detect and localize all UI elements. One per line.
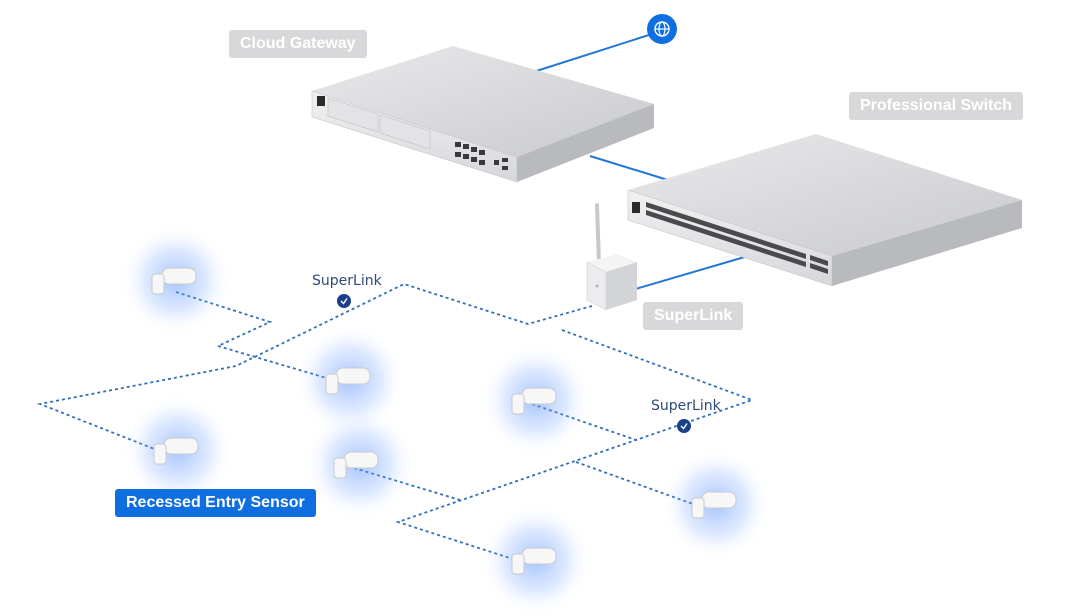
mesh-link-right — [395, 329, 755, 561]
superlink-link-label-2: SuperLink — [651, 398, 721, 414]
professional-switch-device — [627, 134, 1022, 287]
wire-gateway-to-internet — [526, 33, 653, 75]
superlink-link-label-1: SuperLink — [312, 273, 382, 289]
cloud-gateway-device — [311, 46, 654, 183]
professional-switch-label: Professional Switch — [849, 92, 1024, 120]
link-check-icon-1 — [337, 294, 351, 308]
mesh-link-upper — [36, 283, 593, 453]
switch-ports — [646, 202, 828, 274]
gateway-ports — [455, 142, 508, 170]
superlink-device — [586, 203, 637, 311]
link-check-icon-2 — [677, 419, 691, 433]
superlink-device-label: SuperLink — [643, 302, 744, 330]
sensor-6 — [691, 491, 737, 519]
wire-gateway-to-switch — [589, 155, 669, 181]
recessed-entry-sensor-label: Recessed Entry Sensor — [115, 489, 316, 517]
cloud-gateway-label: Cloud Gateway — [229, 30, 367, 58]
sensor-1 — [151, 267, 197, 295]
sensor-7 — [511, 547, 557, 575]
wired-connections — [526, 33, 749, 291]
sensor-4 — [333, 451, 379, 479]
sensor-2 — [325, 367, 371, 395]
internet-globe-icon — [647, 14, 677, 44]
wire-superlink-to-switch — [631, 255, 749, 291]
sensor-5 — [511, 387, 557, 415]
sensor-glows — [120, 224, 772, 616]
recessed-entry-sensors — [151, 267, 737, 575]
mesh-link-far-right — [575, 461, 705, 509]
sensor-3 — [153, 437, 199, 465]
